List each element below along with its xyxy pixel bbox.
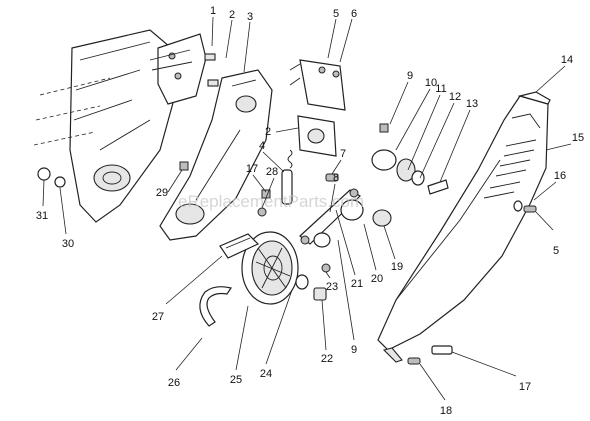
callout-23: 23 bbox=[326, 281, 338, 293]
spring bbox=[281, 149, 293, 205]
callouts: 1 2 3 5 6 9 10 11 12 13 14 15 16 5 2 7 4… bbox=[36, 5, 584, 417]
brake-arm bbox=[219, 233, 260, 259]
idler-bracket bbox=[289, 59, 346, 111]
callout-17-lower: 17 bbox=[519, 381, 531, 393]
callout-29: 29 bbox=[156, 187, 168, 199]
callout-5-lower: 5 bbox=[553, 245, 559, 257]
callout-28: 28 bbox=[266, 166, 278, 178]
callout-24: 24 bbox=[260, 368, 272, 380]
callout-2: 2 bbox=[229, 9, 235, 21]
right-hardware bbox=[407, 200, 537, 365]
callout-14: 14 bbox=[561, 54, 573, 66]
callout-22: 22 bbox=[321, 353, 333, 365]
callout-4: 4 bbox=[259, 140, 265, 152]
idler-plate bbox=[297, 115, 337, 157]
frame-housing bbox=[33, 29, 177, 223]
callout-1: 1 bbox=[210, 5, 216, 17]
callout-2-lower: 2 bbox=[265, 126, 271, 138]
belt-housing-plate bbox=[159, 69, 273, 241]
callout-21: 21 bbox=[351, 278, 363, 290]
callout-30: 30 bbox=[62, 238, 74, 250]
callout-7: 7 bbox=[340, 148, 346, 160]
callout-17: 17 bbox=[246, 163, 258, 175]
callout-8: 8 bbox=[333, 172, 339, 184]
callout-3: 3 bbox=[247, 11, 253, 23]
callout-5: 5 bbox=[333, 8, 339, 20]
callout-12: 12 bbox=[449, 91, 461, 103]
callout-6: 6 bbox=[351, 8, 357, 20]
callout-9: 9 bbox=[407, 70, 413, 82]
callout-18: 18 bbox=[440, 405, 452, 417]
callout-13: 13 bbox=[466, 98, 478, 110]
watermark-text: eReplacementParts.com bbox=[178, 192, 364, 211]
callout-19: 19 bbox=[391, 261, 403, 273]
callout-15: 15 bbox=[572, 132, 584, 144]
callout-10: 10 bbox=[425, 77, 437, 89]
leader-lines bbox=[42, 16, 572, 401]
large-pulley bbox=[241, 231, 299, 305]
callout-16: 16 bbox=[554, 170, 566, 182]
idler-pulley bbox=[313, 199, 392, 248]
callout-26: 26 bbox=[168, 377, 180, 389]
callout-9-lower: 9 bbox=[351, 344, 357, 356]
left-hardware bbox=[37, 161, 339, 217]
callout-11: 11 bbox=[435, 83, 446, 95]
callout-31: 31 bbox=[36, 210, 48, 222]
belt-segment bbox=[199, 286, 232, 327]
callout-27: 27 bbox=[152, 311, 164, 323]
callout-25: 25 bbox=[230, 374, 242, 386]
belt-cover bbox=[377, 91, 551, 363]
callout-20: 20 bbox=[371, 273, 383, 285]
drive-pulley bbox=[371, 123, 449, 195]
bracket-plate bbox=[149, 33, 219, 105]
